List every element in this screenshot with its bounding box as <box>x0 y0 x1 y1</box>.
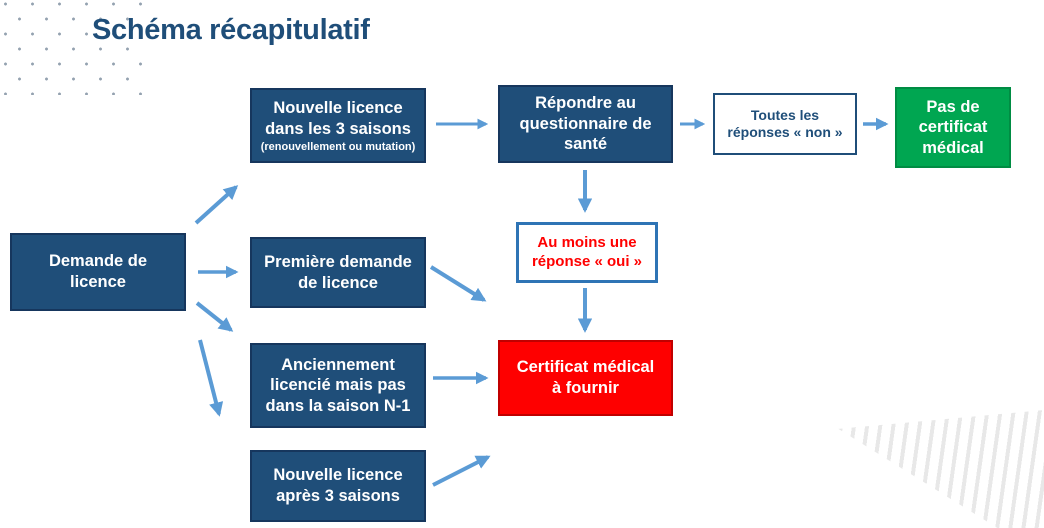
node-label: Première demande de licence <box>264 252 412 292</box>
node-label: Nouvelle licence après 3 saisons <box>273 466 403 505</box>
node-nouvelle-licence-apres-3-saisons: Nouvelle licence après 3 saisons <box>250 450 426 522</box>
node-label: Pas de certificat médical <box>918 97 988 157</box>
node-anciennement-licencie: Anciennement licencié mais pas dans la s… <box>250 343 426 428</box>
arrow-demande-to-ancien <box>195 301 234 332</box>
page-title: Schéma récapitulatif <box>92 14 370 46</box>
node-demande-de-licence: Demande de licence <box>10 233 186 311</box>
node-certificat-medical-a-fournir: Certificat médical à fournir <box>498 340 673 416</box>
arrow-demande-to-apres <box>198 339 224 417</box>
node-toutes-reponses-non: Toutes les réponses « non » <box>713 93 857 155</box>
node-sublabel: (renouvellement ou mutation) <box>260 140 416 153</box>
node-nouvelle-licence-3-saisons: Nouvelle licence dans les 3 saisons (ren… <box>250 88 426 163</box>
node-premiere-demande: Première demande de licence <box>250 237 426 308</box>
node-pas-de-certificat: Pas de certificat médical <box>895 87 1011 168</box>
dot-pattern-decor <box>0 0 150 95</box>
node-label: Anciennement licencié mais pas dans la s… <box>265 355 411 415</box>
node-label: Certificat médical à fournir <box>516 358 655 397</box>
node-au-moins-une-reponse-oui: Au moins une réponse « oui » <box>516 222 658 283</box>
node-label: Au moins une réponse « oui » <box>531 233 643 270</box>
arrow-premiere-to-certif <box>429 265 487 302</box>
arrow-demande-to-nouvelle3 <box>194 185 239 225</box>
node-repondre-questionnaire: Répondre au questionnaire de santé <box>498 85 673 163</box>
node-label: Toutes les réponses « non » <box>727 106 843 141</box>
arrow-apres-to-certif <box>432 455 491 487</box>
node-label: Demande de licence <box>48 252 148 291</box>
node-label: Répondre au questionnaire de santé <box>519 94 652 154</box>
diagonal-stripes-decor <box>838 410 1044 528</box>
node-label: Nouvelle licence dans les 3 saisons <box>265 99 411 138</box>
